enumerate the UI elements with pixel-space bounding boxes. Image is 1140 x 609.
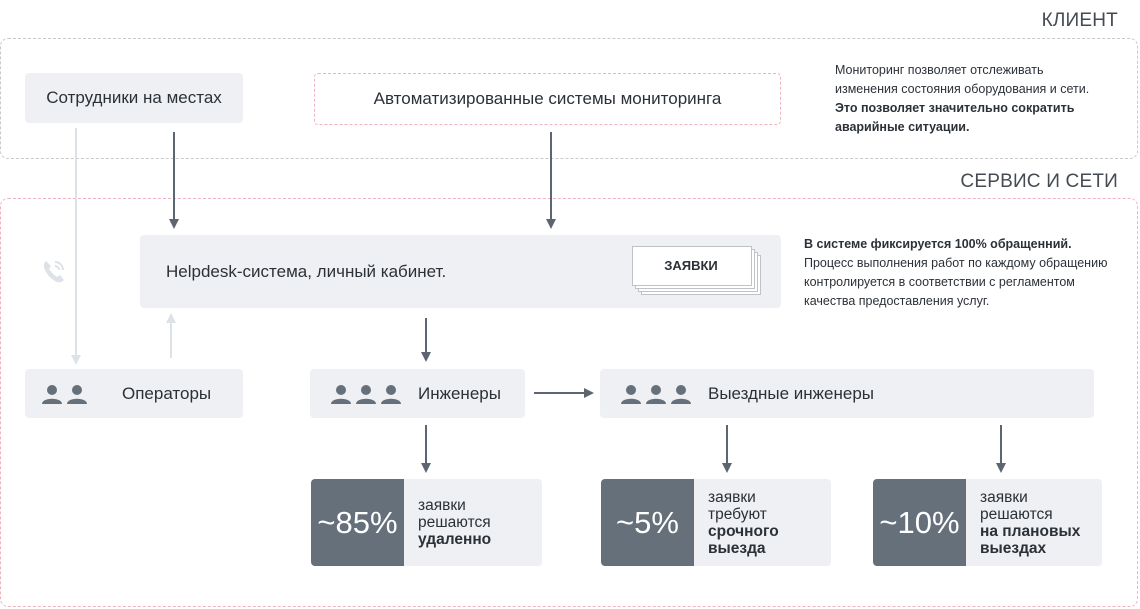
engineers-label: Инженеры — [418, 383, 501, 403]
pct-text-line: заявки — [708, 489, 756, 506]
pct-text-line: срочного — [708, 523, 779, 540]
section-title-client: КЛИЕНТ — [1041, 10, 1118, 31]
pct-text-line: удаленно — [418, 531, 492, 548]
pct-text-line: решаются — [980, 506, 1053, 523]
pct-card-planned: ~10% заявки решаются на плановых выездах — [873, 479, 1102, 566]
engineers-people — [330, 383, 402, 405]
person-icon — [646, 384, 666, 404]
helpdesk-note-line2: контролируется в соответствии с регламен… — [804, 275, 1075, 289]
operators-label: Операторы — [122, 383, 212, 403]
monitoring-note-bold1: Это позволяет значительно сократить — [835, 101, 1075, 115]
section-title-service: СЕРВИС И СЕТИ — [960, 171, 1118, 192]
monitoring-note-line2: изменения состояния оборудования и сети. — [835, 82, 1090, 96]
operators-box: Операторы — [25, 369, 243, 418]
helpdesk-note-bold: В системе фиксируется 100% обращенний. — [804, 237, 1072, 251]
monitoring-note-line1: Мониторинг позволяет отслеживать — [835, 63, 1044, 77]
operators-people — [41, 383, 88, 405]
pct-card-remote: ~85% заявки решаются удаленно — [311, 479, 542, 566]
pct-text-line: выезда — [708, 540, 766, 557]
person-icon — [42, 384, 62, 404]
pct-text-line: заявки — [418, 497, 466, 514]
field-engineers-people — [620, 383, 692, 405]
pct-value-urgent: ~5% — [601, 479, 694, 566]
pct-text-line: выездах — [980, 540, 1047, 557]
pct-text-planned: заявки решаются на плановых выездах — [966, 479, 1102, 566]
pct-value-planned: ~10% — [873, 479, 966, 566]
phone-icon — [43, 261, 64, 283]
field-engineers-box: Выездные инженеры — [600, 369, 1094, 418]
pct-text-line: требуют — [708, 506, 767, 523]
pct-text-line: заявки — [980, 489, 1028, 506]
pct-value-remote: ~85% — [311, 479, 404, 566]
pct-text-remote: заявки решаются удаленно — [404, 479, 542, 566]
monitoring-note-bold2: аварийные ситуации. — [835, 120, 970, 134]
helpdesk-label: Helpdesk-система, личный кабинет. — [166, 261, 447, 281]
person-icon — [331, 384, 351, 404]
tickets-label: ЗАЯВКИ — [664, 257, 718, 273]
person-icon — [67, 384, 87, 404]
field-engineers-label: Выездные инженеры — [708, 383, 874, 403]
engineers-box: Инженеры — [310, 369, 525, 418]
service-zone — [0, 198, 1138, 607]
person-icon — [381, 384, 401, 404]
person-icon — [621, 384, 641, 404]
staff-box: Сотрудники на местах — [25, 73, 243, 123]
tickets-card — [632, 246, 752, 286]
helpdesk-note-line1: Процесс выполнения работ по каждому обра… — [804, 256, 1108, 270]
pct-text-urgent: заявки требуют срочного выезда — [694, 479, 831, 566]
pct-card-urgent: ~5% заявки требуют срочного выезда — [601, 479, 831, 566]
pct-text-line: решаются — [418, 514, 491, 531]
staff-label: Сотрудники на местах — [46, 88, 222, 107]
person-icon — [356, 384, 376, 404]
monitoring-note: Мониторинг позволяет отслеживать изменен… — [835, 61, 1125, 137]
helpdesk-note: В системе фиксируется 100% обращенний. П… — [804, 235, 1134, 311]
monitoring-box: Автоматизированные системы мониторинга — [314, 73, 781, 125]
helpdesk-note-line3: качества предоставления услуг. — [804, 294, 990, 308]
client-zone — [0, 38, 1138, 159]
pct-text-line: на плановых — [980, 523, 1081, 540]
person-icon — [671, 384, 691, 404]
monitoring-label: Автоматизированные системы мониторинга — [373, 89, 722, 108]
